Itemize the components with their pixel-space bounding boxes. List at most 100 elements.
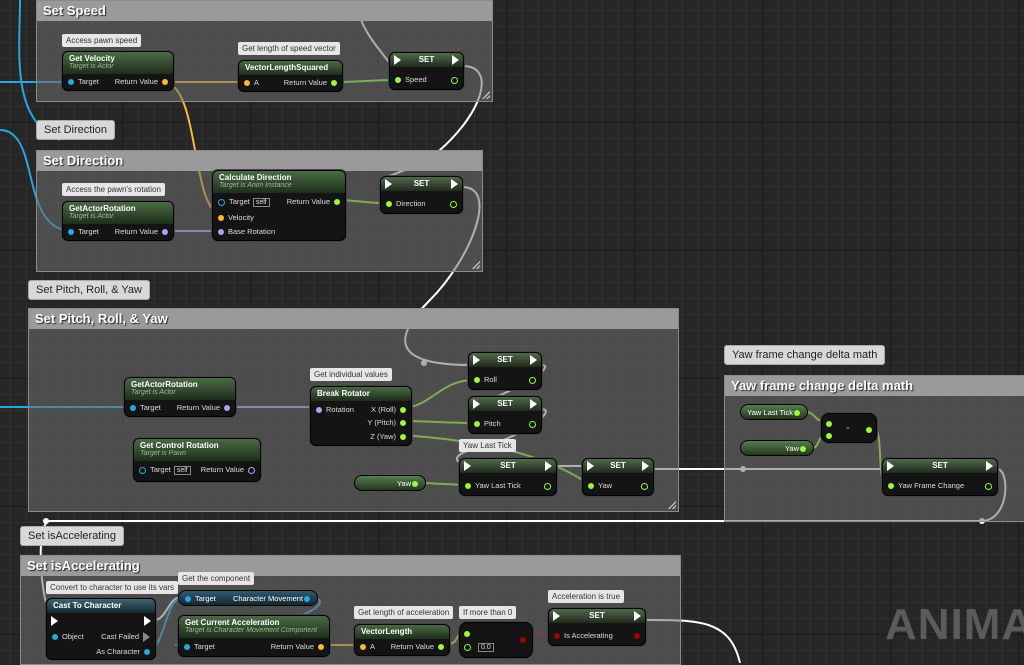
yaw-last-tick-variable-getter[interactable]: Yaw Last Tick (740, 404, 808, 420)
exec-out-icon[interactable] (143, 632, 150, 643)
object-pin-icon[interactable] (184, 644, 190, 651)
float-pin-icon[interactable] (400, 407, 406, 414)
exec-in-icon[interactable] (473, 355, 480, 366)
float-pin-icon[interactable] (331, 80, 337, 87)
float-pin-icon[interactable] (464, 643, 471, 651)
compare-value[interactable]: 0.0 (478, 643, 494, 652)
cast-to-character-node[interactable]: Cast To Character Object Cast Failed As … (46, 598, 156, 660)
float-pin-icon[interactable] (826, 421, 832, 428)
vector-pin-icon[interactable] (318, 644, 324, 651)
float-pin-icon[interactable] (474, 377, 480, 384)
bool-pin-icon[interactable] (554, 633, 560, 640)
exec-in-icon[interactable] (51, 616, 58, 627)
bool-pin-icon[interactable] (634, 633, 640, 640)
float-pin-icon[interactable] (588, 483, 594, 490)
vector-pin-icon[interactable] (360, 644, 366, 651)
object-pin-icon[interactable] (68, 79, 74, 86)
character-movement-getter[interactable]: Target Character Movement (178, 590, 318, 606)
float-pin-icon[interactable] (451, 76, 458, 84)
exec-in-icon[interactable] (473, 399, 480, 410)
float-pin-icon[interactable] (395, 77, 401, 84)
bubble-set-accelerating[interactable]: Set isAccelerating (20, 526, 125, 546)
object-pin-icon[interactable] (185, 596, 191, 603)
set-is-accelerating-node[interactable]: SET Is Accelerating (548, 608, 646, 646)
float-pin-icon[interactable] (464, 631, 470, 638)
float-pin-icon[interactable] (888, 483, 894, 490)
resize-grip-icon[interactable] (472, 261, 480, 269)
object-pin-icon[interactable] (304, 596, 310, 602)
vector-length-squared-node[interactable]: VectorLengthSquared A Return Value (238, 60, 343, 92)
object-pin-icon[interactable] (52, 634, 58, 641)
float-pin-icon[interactable] (641, 482, 648, 490)
exec-out-icon[interactable] (530, 355, 537, 366)
exec-out-icon[interactable] (530, 399, 537, 410)
exec-in-icon[interactable] (887, 461, 894, 472)
bool-pin-icon[interactable] (520, 637, 526, 644)
float-pin-icon[interactable] (400, 420, 406, 427)
object-pin-icon[interactable] (139, 466, 146, 474)
float-pin-icon[interactable] (544, 482, 551, 490)
float-pin-icon[interactable] (400, 434, 406, 441)
set-direction-node[interactable]: SET Direction (380, 176, 463, 214)
rotator-pin-icon[interactable] (162, 229, 168, 236)
float-pin-icon[interactable] (800, 446, 806, 452)
exec-in-icon[interactable] (587, 461, 594, 472)
set-pitch-node[interactable]: SET Pitch (468, 396, 542, 434)
float-pin-icon[interactable] (465, 483, 471, 490)
vector-length-node[interactable]: VectorLength A Return Value (354, 624, 450, 656)
float-pin-icon[interactable] (866, 427, 872, 434)
vector-pin-icon[interactable] (218, 215, 224, 222)
bubble-set-pitch-roll-yaw[interactable]: Set Pitch, Roll, & Yaw (28, 280, 150, 300)
set-roll-node[interactable]: SET Roll (468, 352, 542, 390)
exec-in-icon[interactable] (553, 611, 560, 622)
float-pin-icon[interactable] (450, 200, 457, 208)
set-yaw-last-tick-node[interactable]: SET Yaw Last Tick (459, 458, 557, 496)
rotator-pin-icon[interactable] (316, 407, 322, 414)
exec-out-icon[interactable] (144, 616, 151, 627)
exec-out-icon[interactable] (986, 461, 993, 472)
float-pin-icon[interactable] (826, 433, 832, 440)
exec-in-icon[interactable] (385, 179, 392, 190)
float-pin-icon[interactable] (438, 644, 444, 651)
float-pin-icon[interactable] (474, 421, 480, 428)
yaw-variable-getter[interactable]: Yaw (740, 440, 814, 456)
object-pin-icon[interactable] (144, 649, 150, 656)
exec-out-icon[interactable] (452, 55, 459, 66)
vector-pin-icon[interactable] (162, 79, 168, 86)
exec-out-icon[interactable] (642, 461, 649, 472)
rotator-pin-icon[interactable] (224, 405, 230, 412)
float-pin-icon[interactable] (794, 410, 800, 416)
float-pin-icon[interactable] (386, 201, 392, 208)
exec-in-icon[interactable] (394, 55, 401, 66)
bubble-yaw-delta[interactable]: Yaw frame change delta math (724, 345, 886, 365)
vector-pin-icon[interactable] (244, 80, 250, 87)
rotator-pin-icon[interactable] (218, 229, 224, 236)
exec-out-icon[interactable] (451, 179, 458, 190)
yaw-variable-getter[interactable]: Yaw (354, 475, 426, 491)
set-yaw-frame-change-node[interactable]: SET Yaw Frame Change (882, 458, 998, 496)
set-yaw-node[interactable]: SET Yaw (582, 458, 654, 496)
object-pin-icon[interactable] (130, 405, 136, 412)
float-pin-icon[interactable] (334, 199, 340, 206)
break-rotator-node[interactable]: Break Rotator Rotation X (Roll) Y (Pitch… (310, 386, 412, 446)
float-pin-icon[interactable] (985, 482, 992, 490)
greater-than-node[interactable]: 0.0 (459, 622, 533, 658)
float-pin-icon[interactable] (412, 481, 418, 487)
resize-grip-icon[interactable] (482, 91, 490, 99)
resize-grip-icon[interactable] (668, 501, 676, 509)
bubble-set-direction[interactable]: Set Direction (36, 120, 115, 140)
object-pin-icon[interactable] (68, 229, 74, 236)
float-pin-icon[interactable] (529, 420, 536, 428)
subtract-node[interactable]: - (821, 413, 877, 443)
rotator-pin-icon[interactable] (248, 466, 255, 474)
exec-out-icon[interactable] (634, 611, 641, 622)
exec-in-icon[interactable] (464, 461, 471, 472)
set-speed-node[interactable]: SET Speed (389, 52, 464, 90)
object-pin-icon[interactable] (218, 198, 225, 206)
float-pin-icon[interactable] (529, 376, 536, 384)
